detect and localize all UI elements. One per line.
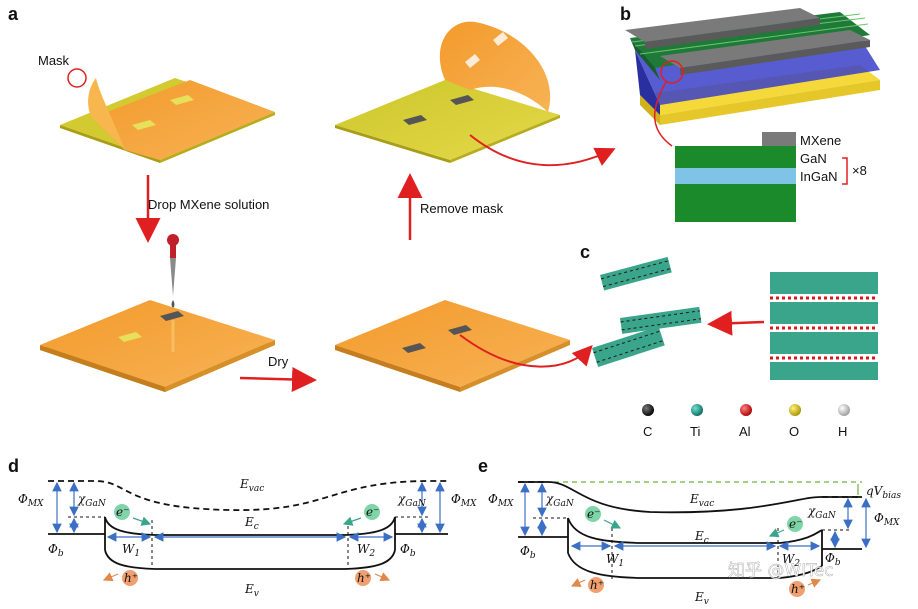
electron-left-icon bbox=[114, 504, 130, 520]
atom-al-label: Al bbox=[739, 424, 751, 439]
e-hole-right: h⁺ bbox=[791, 582, 805, 596]
panel-label-c: c bbox=[580, 242, 590, 262]
max-phase-stack bbox=[770, 272, 878, 380]
arrow-to-panel-c bbox=[459, 334, 593, 368]
d-phi-b-left: Φb bbox=[48, 542, 64, 559]
zoom-line bbox=[653, 81, 673, 147]
e-electron-right-icon bbox=[787, 516, 803, 532]
d-phi-mx: ΦMX bbox=[18, 492, 44, 509]
arrow-dry bbox=[239, 366, 317, 392]
atom-ti-label: Ti bbox=[690, 424, 700, 439]
atom-o-icon bbox=[789, 404, 801, 416]
arrow-etch bbox=[707, 310, 765, 336]
e-phi-b-left: Φb bbox=[520, 544, 536, 561]
step-dry-label: Dry bbox=[268, 354, 289, 369]
atom-c-label: C bbox=[643, 424, 652, 439]
plate-step3 bbox=[335, 300, 570, 392]
watermark-text: 知乎 @WITec bbox=[728, 561, 834, 581]
d-phi-b-right: Φb bbox=[400, 542, 416, 559]
d-e-v: Ev bbox=[244, 582, 259, 599]
band-diagram-e bbox=[518, 481, 871, 597]
e-hole-left-icon bbox=[588, 577, 604, 593]
mxene-layers-left bbox=[592, 256, 702, 368]
d-chi-right: χGaN bbox=[397, 492, 427, 509]
layer-mxene: MXene bbox=[800, 133, 841, 148]
panel-label-d: d bbox=[8, 456, 19, 476]
panel-label-b: b bbox=[620, 4, 631, 24]
e-qv-bias: qVbias bbox=[866, 484, 901, 501]
d-electron-right: e⁻ bbox=[366, 505, 379, 519]
e-electron-right: e⁻ bbox=[789, 517, 802, 531]
e-e-vac: Evac bbox=[689, 492, 714, 509]
repeat-label: ×8 bbox=[852, 163, 867, 178]
electron-right-icon bbox=[364, 504, 380, 520]
e-w2: W2 bbox=[782, 552, 800, 569]
band-diagram-d bbox=[48, 480, 448, 586]
atom-legend: C Ti Al O H bbox=[642, 404, 850, 439]
mask-label: Mask bbox=[38, 53, 70, 68]
step-remove-label: Remove mask bbox=[420, 201, 504, 216]
atom-h-label: H bbox=[838, 424, 847, 439]
plate-step4 bbox=[335, 21, 560, 163]
e-chi-right: χGaN bbox=[807, 504, 837, 521]
d-e-vac: Evac bbox=[239, 477, 264, 494]
d-phi-mx-right: ΦMX bbox=[451, 492, 477, 509]
repeat-bracket bbox=[842, 157, 848, 185]
arrow-to-panel-b bbox=[469, 134, 616, 167]
plate-step1 bbox=[60, 78, 275, 163]
e-e-c: Ec bbox=[694, 529, 709, 546]
e-hole-right-icon bbox=[789, 581, 805, 597]
atom-o-label: O bbox=[789, 424, 799, 439]
e-hole-left: h⁺ bbox=[590, 578, 604, 592]
d-electron-left: e⁻ bbox=[116, 505, 129, 519]
hole-left-icon bbox=[122, 570, 138, 586]
zoom-circle bbox=[660, 60, 684, 84]
device-3d bbox=[625, 8, 880, 125]
step-drop-label: Drop MXene solution bbox=[148, 197, 269, 212]
atom-h-icon bbox=[838, 404, 850, 416]
layer-gan: GaN bbox=[800, 151, 827, 166]
d-w1: W1 bbox=[122, 542, 140, 559]
layer-ingan: InGaN bbox=[800, 169, 838, 184]
d-chi-left: χGaN bbox=[77, 492, 107, 509]
e-electron-left-icon bbox=[585, 506, 601, 522]
layer-stack bbox=[675, 132, 796, 222]
e-phi-mx-right: ΦMX bbox=[874, 511, 900, 528]
e-w1: W1 bbox=[606, 552, 624, 569]
e-phi-b-right: Φb bbox=[825, 551, 841, 568]
hole-right-icon bbox=[355, 570, 371, 586]
pipette-icon bbox=[167, 234, 179, 308]
atom-ti-icon bbox=[691, 404, 703, 416]
d-hole-left: h⁺ bbox=[124, 571, 138, 585]
e-electron-left: e⁻ bbox=[587, 507, 600, 521]
atom-al-icon bbox=[740, 404, 752, 416]
mask-highlight-circle bbox=[67, 68, 87, 88]
plate-step2 bbox=[40, 300, 275, 392]
d-e-c: Ec bbox=[244, 515, 259, 532]
e-phi-mx: ΦMX bbox=[488, 492, 514, 509]
e-chi-left: χGaN bbox=[545, 492, 575, 509]
panel-label-a: a bbox=[8, 4, 19, 24]
e-e-v: Ev bbox=[694, 590, 709, 607]
panel-label-e: e bbox=[478, 456, 488, 476]
d-w2: W2 bbox=[357, 542, 375, 559]
d-hole-right: h⁺ bbox=[357, 571, 371, 585]
atom-c-icon bbox=[642, 404, 654, 416]
